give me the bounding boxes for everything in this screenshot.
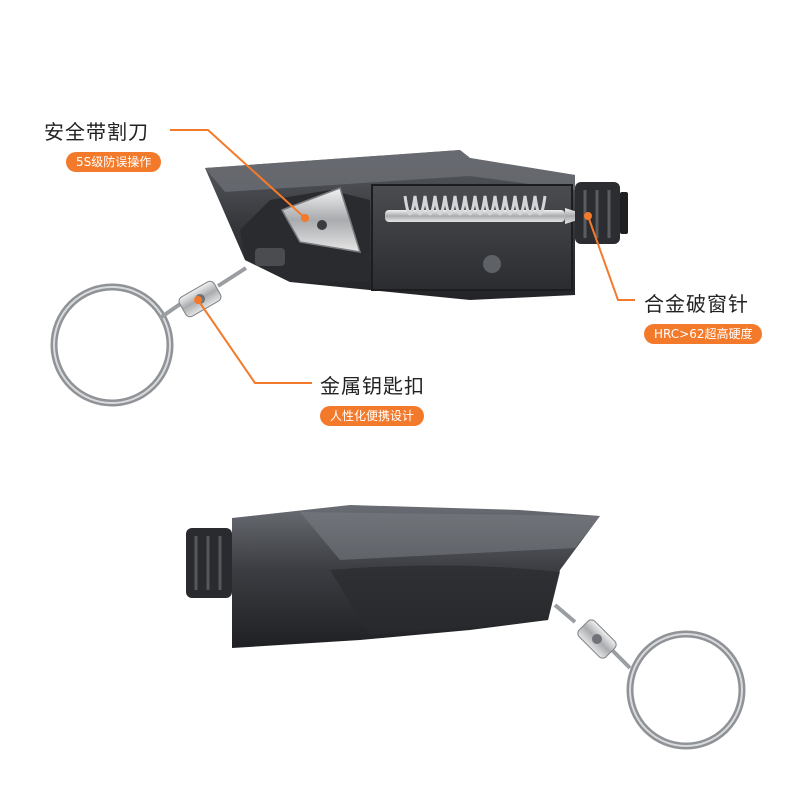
product-cutaway [50, 150, 628, 407]
callout-line-breaker [587, 215, 635, 301]
callout-lines [170, 129, 635, 384]
callout-badge-keyring: 人性化便携设计 [320, 406, 425, 426]
belt-cutter-blade [280, 187, 362, 253]
key-chain-bottom [553, 603, 632, 670]
callout-line-keyring [197, 299, 312, 384]
callout-dots [194, 212, 592, 304]
swivel-clasp-bottom [577, 619, 617, 659]
callout-title-belt-cutter: 安全带割刀 [44, 120, 149, 144]
callout-title-window-breaker: 合金破窗针 [644, 292, 749, 316]
spring-cavity [372, 185, 572, 290]
callout-title-keyring: 金属钥匙扣 [320, 374, 425, 398]
callout-line-belt-cutter [170, 129, 306, 219]
spring [403, 195, 547, 216]
product-closed [186, 505, 746, 750]
key-ring-highlight [53, 286, 171, 404]
callout-badge-window-breaker: HRC>62超高硬度 [644, 324, 763, 344]
callout-badge-belt-cutter: 5S级防误操作 [66, 152, 162, 172]
